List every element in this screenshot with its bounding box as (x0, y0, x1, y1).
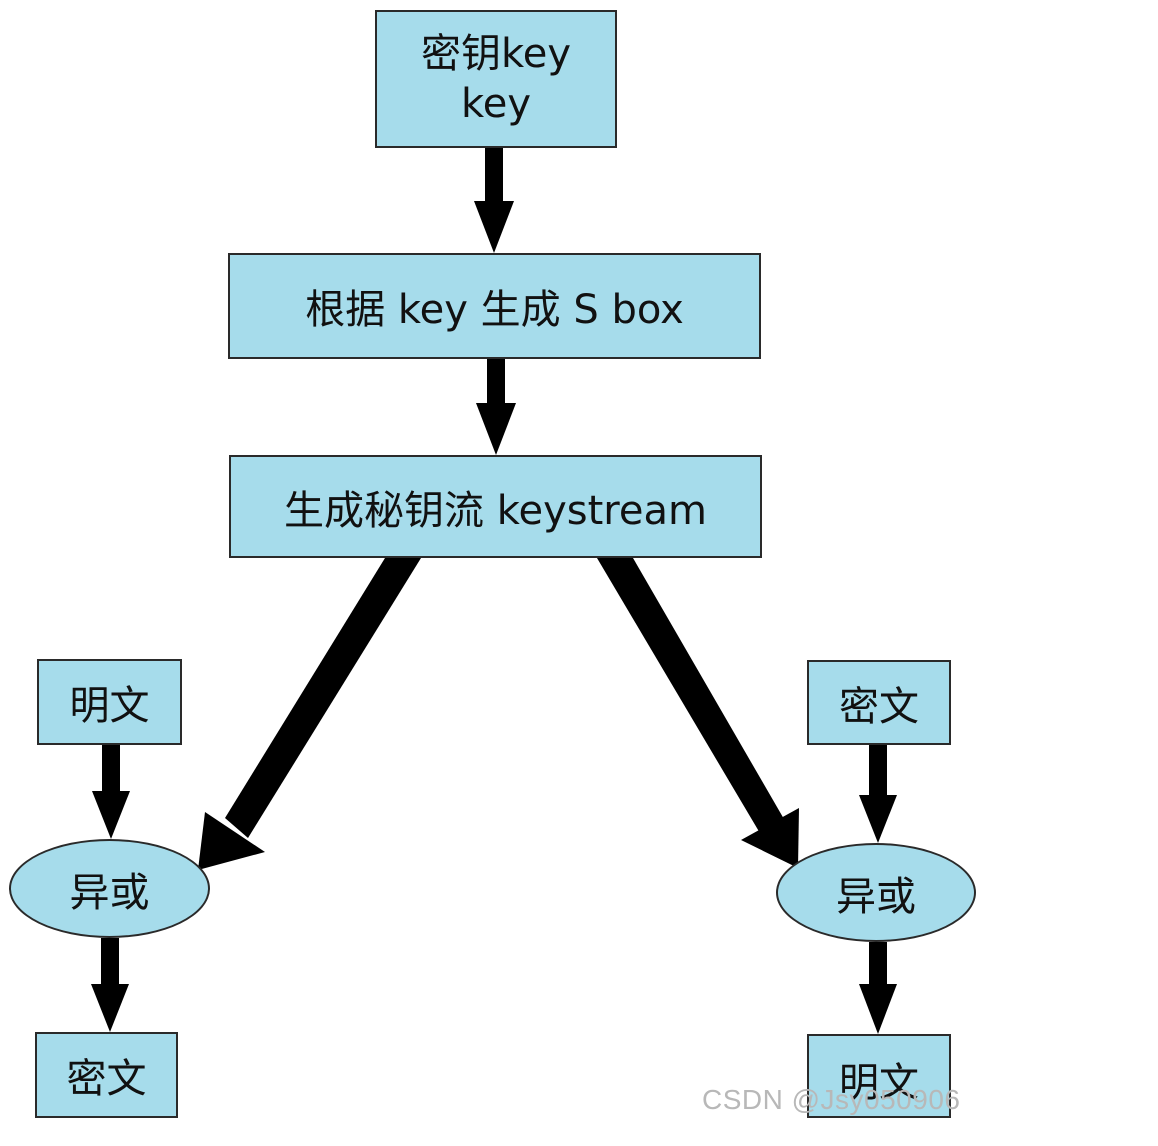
xor-decrypt-node: 异或 (776, 843, 976, 942)
arrow-ciphertext-to-right-xor (859, 745, 897, 843)
arrow-plaintext-to-left-xor (92, 745, 130, 839)
ciphertext-input-label: 密文 (839, 683, 919, 730)
plaintext-input-label: 明文 (69, 683, 150, 729)
key-node: 密钥key key (375, 10, 617, 148)
keystream-node: 生成秘钥流 keystream (229, 455, 762, 558)
arrow-keystream-to-right-xor (597, 558, 799, 868)
arrow-key-to-sbox (474, 148, 514, 253)
sbox-node-label: 根据 key 生成 S box (305, 287, 684, 333)
ciphertext-input-node: 密文 (807, 660, 951, 745)
plaintext-output-label: 明文 (839, 1060, 919, 1106)
keystream-node-label: 生成秘钥流 keystream (284, 487, 707, 534)
key-node-line1: 密钥key (420, 31, 572, 77)
xor-decrypt-label: 异或 (836, 873, 916, 920)
sbox-node: 根据 key 生成 S box (228, 253, 761, 359)
key-node-line2: key (460, 81, 532, 127)
xor-encrypt-node: 异或 (9, 839, 210, 938)
arrow-sbox-to-keystream (476, 359, 516, 455)
arrow-keystream-to-left-xor (198, 558, 421, 870)
xor-encrypt-label: 异或 (69, 869, 150, 916)
arrow-right-xor-to-plaintext (859, 942, 897, 1034)
arrow-left-xor-to-ciphertext (91, 938, 129, 1032)
watermark: CSDN @Jsy050906 (702, 1084, 961, 1115)
plaintext-output-node: 明文 (807, 1034, 951, 1118)
plaintext-input-node: 明文 (37, 659, 182, 745)
ciphertext-output-label: 密文 (66, 1056, 147, 1102)
ciphertext-output-node: 密文 (35, 1032, 178, 1118)
